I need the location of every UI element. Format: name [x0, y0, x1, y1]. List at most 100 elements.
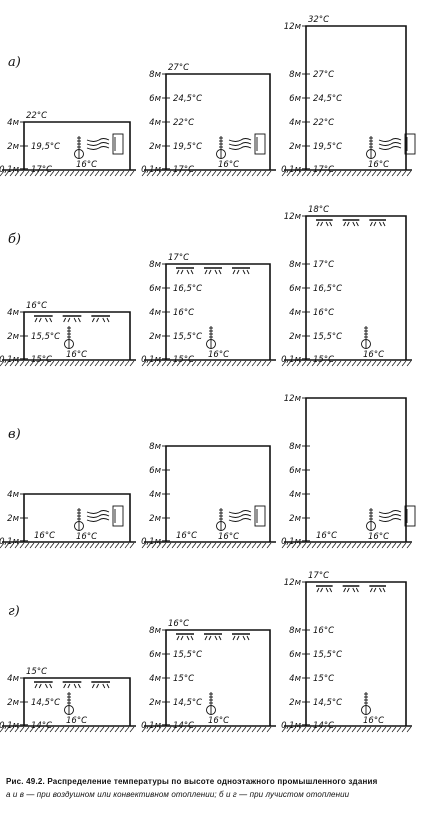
air-streak	[86, 510, 110, 514]
thermometer-icon	[74, 508, 84, 531]
hatch-stroke	[246, 360, 252, 367]
hatch-stroke	[171, 726, 177, 733]
hatch-stroke	[401, 542, 407, 549]
hatch-stroke	[286, 360, 292, 367]
radiant-ray	[232, 635, 236, 641]
convector-heater	[404, 505, 416, 527]
roof-temperature: 22°C	[26, 111, 47, 121]
height-label: 8м	[289, 442, 301, 452]
radiant-ray	[246, 635, 250, 641]
air-streak	[86, 138, 110, 142]
height-label: 6м	[149, 284, 161, 294]
hatch-stroke	[4, 170, 10, 177]
interior-temperature: 22°C	[313, 118, 334, 128]
radiant-ray	[242, 635, 246, 641]
hatch-stroke	[176, 726, 182, 733]
radiant-panels	[316, 585, 386, 593]
hatch-stroke	[171, 542, 177, 549]
hatch-stroke	[161, 360, 167, 367]
hatch-stroke	[381, 170, 387, 177]
source-temperature: 16°C	[363, 716, 384, 726]
hatch-stroke	[84, 542, 90, 549]
hatch-stroke	[166, 542, 172, 549]
hatch-stroke	[296, 726, 302, 733]
radiant-ray	[379, 221, 382, 227]
hatch-stroke	[316, 170, 322, 177]
interior-temperature: 19,5°C	[31, 142, 60, 152]
hatch-stroke	[64, 726, 70, 733]
radiant-ray	[382, 587, 386, 593]
thermometer-bulb	[216, 149, 226, 159]
hatch-stroke	[114, 726, 120, 733]
radiant-ray	[67, 683, 71, 689]
hatch-stroke	[141, 726, 147, 733]
radiant-ray	[355, 221, 359, 227]
hatch-stroke	[69, 726, 75, 733]
hatch-stroke	[316, 542, 322, 549]
interior-temperature: 17°C	[313, 260, 334, 270]
radiant-ray	[77, 683, 81, 689]
hatch-stroke	[119, 542, 125, 549]
interior-temperature: 15°C	[313, 355, 334, 365]
hatch-stroke	[341, 360, 347, 367]
air-streak	[378, 518, 402, 522]
hatch-stroke	[201, 170, 207, 177]
radiant-ray	[204, 635, 208, 641]
interior-temperature: 22°C	[173, 118, 194, 128]
height-label: 4м	[149, 118, 161, 128]
hatch-stroke	[191, 542, 197, 549]
hatch-stroke	[396, 360, 402, 367]
hatch-stroke	[59, 726, 65, 733]
hatch-stroke	[336, 170, 342, 177]
hatch-stroke	[246, 542, 252, 549]
hatch-stroke	[99, 542, 105, 549]
interior-temperature: 16°C	[313, 626, 334, 636]
radiant-ray	[346, 587, 350, 593]
hatch-stroke	[286, 542, 292, 549]
hatch-stroke	[306, 360, 312, 367]
hatch-stroke	[296, 170, 302, 177]
hatch-stroke	[251, 542, 257, 549]
hatch-stroke	[376, 542, 382, 549]
hatch-stroke	[166, 726, 172, 733]
hatch-stroke	[161, 170, 167, 177]
hatch-stroke	[396, 170, 402, 177]
hatch-stroke	[226, 170, 232, 177]
hatch-stroke	[206, 170, 212, 177]
hatch-stroke	[311, 542, 317, 549]
hatch-stroke	[351, 170, 357, 177]
radiant-ray	[38, 683, 42, 689]
radiant-ray	[236, 635, 240, 641]
height-label: 0,1м	[0, 721, 20, 731]
hatch-stroke	[326, 726, 332, 733]
hatch-stroke	[236, 542, 242, 549]
height-label: 2м	[289, 698, 301, 708]
hatch-stroke	[29, 726, 35, 733]
hatch-stroke	[79, 726, 85, 733]
ground-hatching	[141, 360, 272, 367]
hatch-stroke	[114, 542, 120, 549]
thermometer-bulb	[64, 339, 74, 349]
hatch-stroke	[104, 542, 110, 549]
hatch-stroke	[24, 542, 30, 549]
hatch-stroke	[236, 726, 242, 733]
hatch-stroke	[74, 542, 80, 549]
height-label: 8м	[289, 70, 301, 80]
hatch-stroke	[236, 170, 242, 177]
thermometer-icon	[206, 326, 216, 349]
hatch-stroke	[241, 542, 247, 549]
ground-hatching	[141, 170, 272, 177]
diagram-row: б)4м2м0,1м15,5°C15°C16°C16°C8м6м4м2м0,1м…	[0, 205, 412, 367]
hatch-stroke	[186, 360, 192, 367]
hatch-stroke	[124, 360, 130, 367]
radiant-panels	[316, 219, 386, 227]
hatch-stroke	[34, 542, 40, 549]
hatch-stroke	[99, 726, 105, 733]
hatch-stroke	[216, 726, 222, 733]
height-label: 0,1м	[281, 355, 302, 365]
hatch-stroke	[114, 360, 120, 367]
height-label: 12м	[284, 394, 302, 404]
hatch-stroke	[251, 726, 257, 733]
